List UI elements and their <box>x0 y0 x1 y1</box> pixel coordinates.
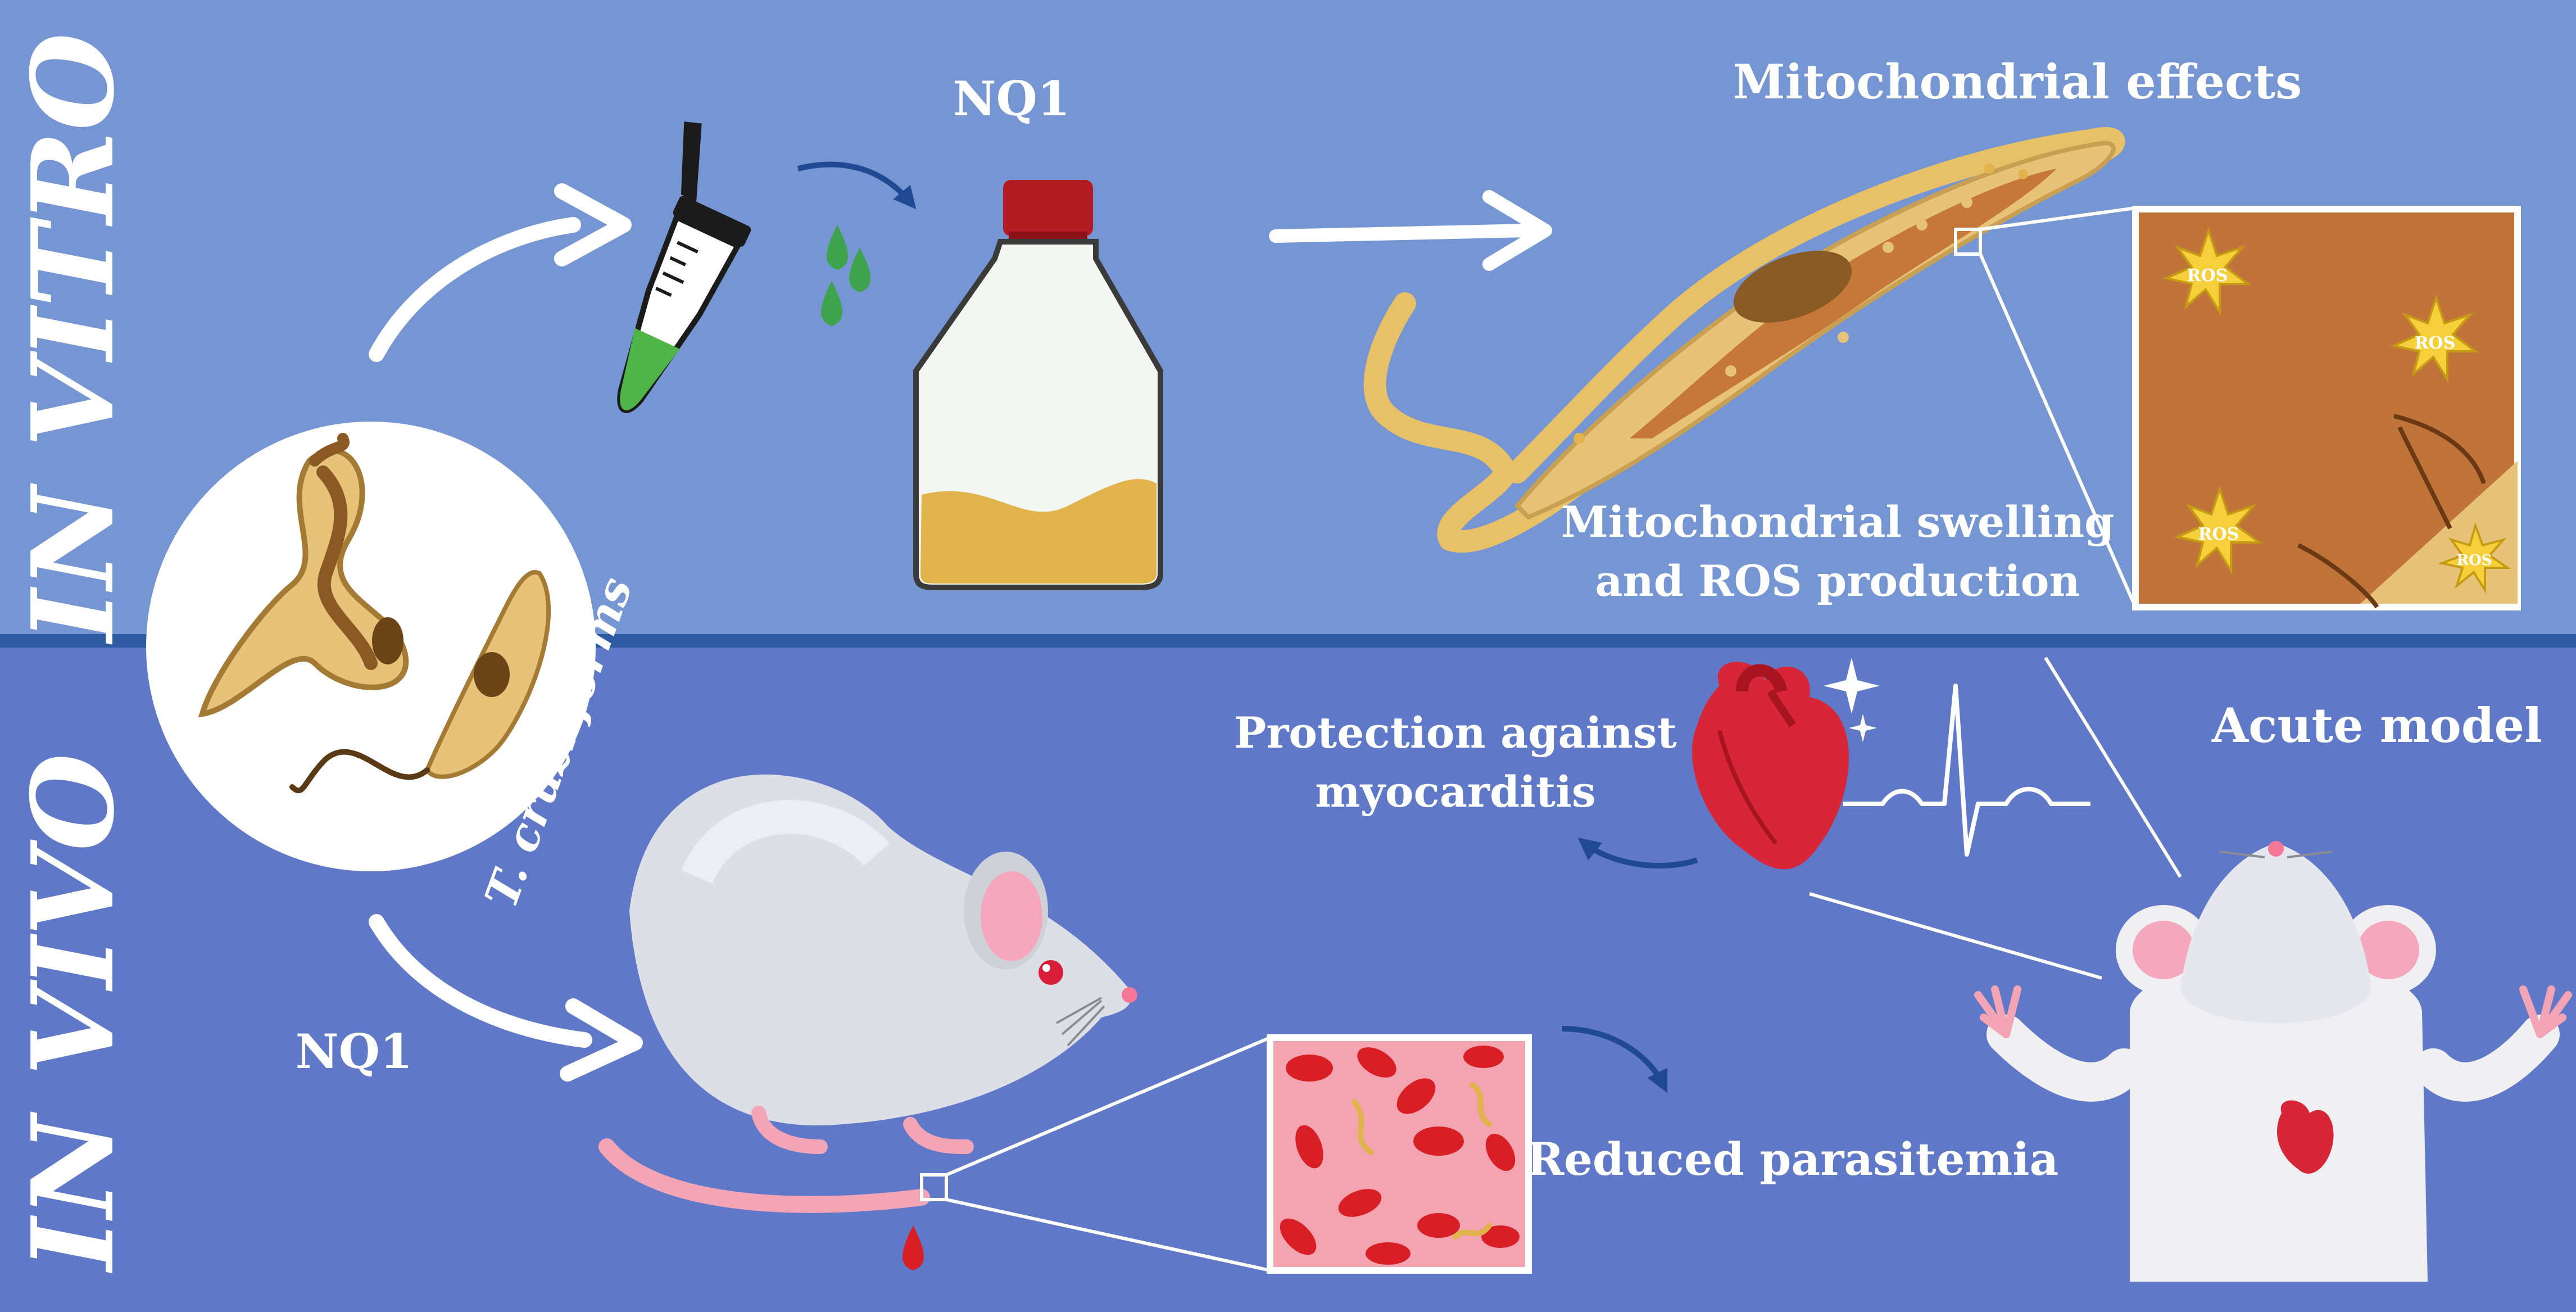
heart-icon <box>1692 662 1849 870</box>
in-vitro-title: IN VITRO <box>7 33 139 645</box>
reduced-parasitemia-label: Reduced parasitemia <box>1527 1133 2059 1186</box>
ros-badge: ROS <box>2415 333 2456 353</box>
heart-callout-line-1 <box>2044 657 2182 878</box>
blood-zoom-line-bottom <box>946 1198 1271 1272</box>
nq1-bottom-label: NQ1 <box>296 1024 412 1079</box>
ros-icon: ROS <box>2162 227 2251 316</box>
zoom-line-top <box>1980 206 2136 231</box>
ros-icon: ROS <box>2437 522 2511 594</box>
epimastigote-icon <box>289 570 551 794</box>
arrow-to-in-vitro-head <box>554 183 632 266</box>
mouse-icon <box>598 774 1137 1270</box>
trypomastigote-icon <box>198 433 409 718</box>
ecg-trace <box>1843 684 2090 857</box>
protection-label-line2: myocarditis <box>1315 767 1596 817</box>
zoom-line-bottom <box>1979 253 2137 608</box>
swelling-label-line2: and ROS production <box>1595 556 2080 606</box>
arrow-drop-to-flask <box>797 161 917 210</box>
blood-zoom-line-top <box>945 1036 1271 1177</box>
acute-model-label: Acute model <box>2211 698 2542 753</box>
green-droplets-icon <box>821 225 870 326</box>
arrow-to-in-vivo <box>369 914 592 1048</box>
culture-flask-icon <box>913 180 1163 590</box>
parasite-mitochondria-icon <box>1363 127 2125 553</box>
arrow-to-parasite-head <box>1482 190 1552 271</box>
ros-badge: ROS <box>2456 552 2492 569</box>
ros-badge: ROS <box>2198 524 2239 544</box>
arrow-to-parasitemia <box>1562 1026 1668 1093</box>
arrow-to-in-vivo-head <box>560 998 643 1082</box>
protection-label-line1: Protection against <box>1234 708 1677 758</box>
tcruzi-forms-circle <box>146 422 596 871</box>
arrow-to-in-vitro <box>369 217 581 362</box>
swelling-label-line1: Mitochondrial swelling <box>1561 497 2114 547</box>
blood-smear-box <box>1267 1034 1532 1274</box>
sparkle-icon <box>1824 658 1880 742</box>
arrow-to-parasite <box>1269 224 1535 243</box>
small-heart-icon <box>2276 1100 2334 1174</box>
ros-badge: ROS <box>2187 266 2228 286</box>
ros-icon: ROS <box>2390 294 2479 383</box>
in-vivo-title: IN VIVO <box>7 753 139 1274</box>
arrow-to-protection <box>1577 838 1698 868</box>
eppendorf-tube-icon <box>617 121 751 413</box>
ros-icon: ROS <box>2174 485 2262 574</box>
mitochondrial-effects-title: Mitochondrial effects <box>1733 54 2302 110</box>
nq1-top-label: NQ1 <box>953 71 1070 126</box>
heart-callout-line-2 <box>1809 892 2102 980</box>
